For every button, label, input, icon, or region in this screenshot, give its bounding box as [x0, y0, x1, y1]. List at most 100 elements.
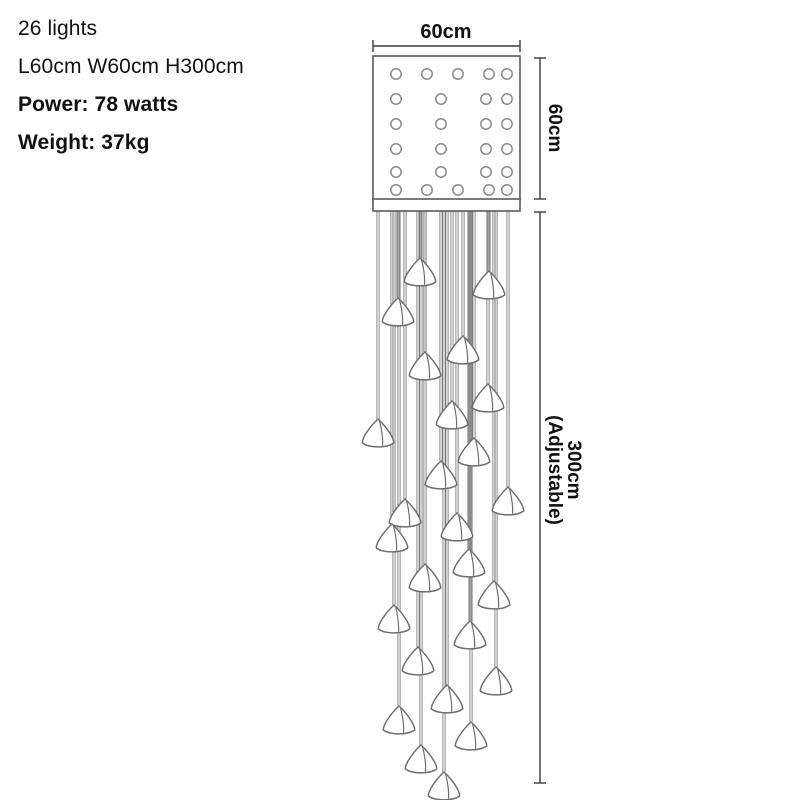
canopy-hole	[390, 93, 402, 105]
spec-light-count: 26 lights	[18, 17, 98, 40]
canopy-hole	[390, 143, 402, 155]
canopy-hole	[501, 143, 513, 155]
pendant-shade	[408, 351, 442, 381]
shade-ridge-line	[405, 500, 411, 526]
pendant-cord	[396, 211, 400, 298]
shade-ridge-line	[378, 420, 384, 446]
shade-dome	[375, 523, 409, 553]
shade-dome	[472, 270, 506, 300]
shade-dome	[430, 684, 464, 714]
canopy-group	[372, 55, 521, 212]
shade-ridge-line	[496, 668, 502, 694]
pendant-shade	[427, 771, 461, 800]
pendant-cord	[376, 211, 380, 419]
pendant-shade	[454, 721, 488, 751]
pendant-shade	[388, 498, 422, 528]
canopy-hole	[390, 184, 402, 196]
mounting-bracket	[372, 198, 521, 212]
shade-dome	[361, 418, 395, 448]
canopy-hole	[421, 68, 433, 80]
pendant-shade	[361, 418, 395, 448]
canopy-hole	[483, 184, 495, 196]
canopy-hole	[435, 143, 447, 155]
shade-dome	[382, 705, 416, 735]
shade-ridge-line	[421, 746, 427, 772]
canopy-hole	[452, 68, 464, 80]
shade-ridge-line	[418, 648, 424, 674]
shade-dome	[377, 604, 411, 634]
pendant-cord	[450, 211, 454, 401]
canopy-hole	[480, 143, 492, 155]
pendant-cord	[487, 211, 491, 271]
pendant-shades-group	[361, 257, 525, 800]
canopy-hole	[480, 166, 492, 178]
shade-ridge-line	[488, 385, 494, 411]
spec-power: Power: 78 watts	[18, 93, 179, 116]
pendant-shade	[375, 523, 409, 553]
pendant-shade	[440, 512, 474, 542]
pendant-shade	[408, 563, 442, 593]
shade-ridge-line	[489, 272, 495, 298]
shade-ridge-line	[444, 773, 450, 799]
canopy-hole	[501, 93, 513, 105]
pendant-cord	[403, 211, 407, 499]
shade-dome	[408, 563, 442, 593]
shade-dome	[440, 512, 474, 542]
pendant-shade	[452, 548, 486, 578]
pendant-shade	[457, 437, 491, 467]
shade-dome	[427, 771, 461, 800]
dimension-top-width: 60cm	[372, 21, 521, 52]
canopy-hole	[483, 68, 495, 80]
shade-dome	[404, 744, 438, 774]
pendant-shade	[381, 297, 415, 327]
canopy-hole	[390, 166, 402, 178]
canopy-hole	[501, 118, 513, 130]
shade-dome	[477, 580, 511, 610]
pendant-shade	[471, 383, 505, 413]
shade-ridge-line	[394, 606, 400, 632]
shade-ridge-line	[420, 259, 426, 285]
pendant-cord	[445, 211, 449, 685]
shade-ridge-line	[398, 299, 404, 325]
dimension-label: 60cm	[544, 104, 565, 153]
dimension-label: 300cm	[563, 440, 584, 499]
shade-ridge-line	[474, 439, 480, 465]
pendant-shade	[491, 486, 525, 516]
shade-dome	[408, 351, 442, 381]
pendant-shade	[403, 257, 437, 287]
spec-dimensions: L60cm W60cm H300cm	[18, 55, 244, 78]
shade-dome	[388, 498, 422, 528]
shade-ridge-line	[470, 622, 476, 648]
shade-dome	[401, 646, 435, 676]
shade-ridge-line	[463, 337, 469, 363]
canopy-hole	[390, 68, 402, 80]
canopy-hole	[435, 118, 447, 130]
canopy-hole	[480, 93, 492, 105]
shade-ridge-line	[494, 582, 500, 608]
shade-dome	[457, 437, 491, 467]
shade-ridge-line	[425, 353, 431, 379]
pendant-shade	[430, 684, 464, 714]
shade-ridge-line	[392, 525, 398, 551]
shade-ridge-line	[452, 402, 458, 428]
shade-dome	[435, 400, 469, 430]
pendant-cord	[506, 211, 510, 487]
canopy-hole	[501, 68, 513, 80]
shade-dome	[471, 383, 505, 413]
pendant-shade	[479, 666, 513, 696]
dimension-label: 60cm	[420, 21, 471, 43]
shade-dome	[479, 666, 513, 696]
pendant-shade	[377, 604, 411, 634]
pendant-cord	[442, 211, 446, 772]
shade-ridge-line	[441, 462, 447, 488]
pendant-shade	[435, 400, 469, 430]
shade-dome	[491, 486, 525, 516]
canopy-hole	[421, 184, 433, 196]
canopy-hole	[501, 184, 513, 196]
pendant-shade	[477, 580, 511, 610]
canopy-hole	[480, 118, 492, 130]
